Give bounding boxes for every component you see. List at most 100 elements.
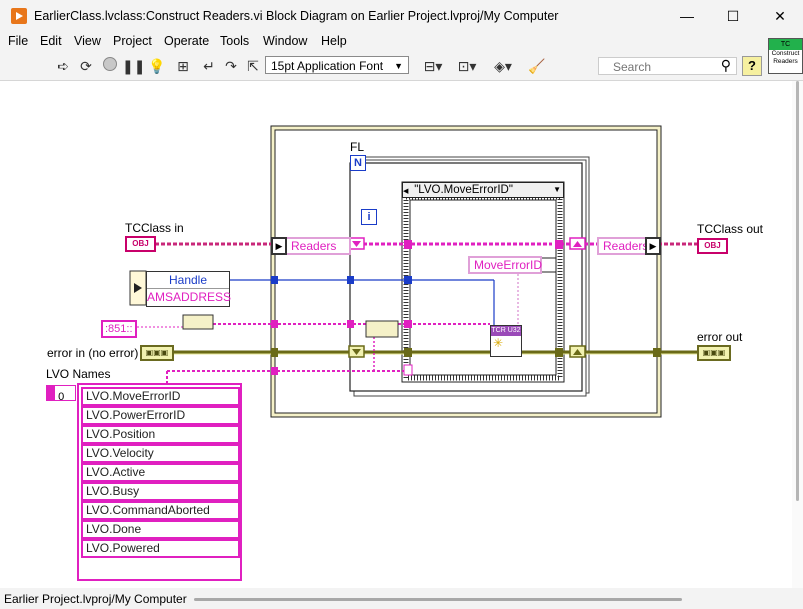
- maximize-button[interactable]: ☐: [726, 8, 740, 24]
- sparkle-icon: ✳: [493, 336, 504, 350]
- menu-edit[interactable]: Edit: [40, 34, 62, 48]
- window-title: EarlierClass.lvclass:Construct Readers.v…: [34, 9, 559, 23]
- bundle-node[interactable]: [539, 257, 557, 273]
- tunnel-handle-loop[interactable]: [347, 276, 354, 284]
- handle-cluster-constant[interactable]: Handle AMSADDRESS: [146, 271, 232, 307]
- menu-window[interactable]: Window: [263, 34, 308, 48]
- diagram-canvas: [129, 125, 697, 418]
- tunnel-handle-case[interactable]: [404, 276, 412, 284]
- retain-wire-values-icon[interactable]: ⊞: [177, 58, 189, 74]
- array-index-value: 0: [58, 391, 65, 403]
- tunnel-handle-left[interactable]: [271, 276, 278, 284]
- step-into-icon[interactable]: ↵: [203, 58, 215, 74]
- list-item[interactable]: LVO.Done: [81, 520, 240, 539]
- error-out-label: error out: [697, 330, 743, 344]
- menu-project[interactable]: Project: [113, 34, 152, 48]
- search-input[interactable]: [611, 59, 715, 75]
- tunnel-string-loop[interactable]: [347, 320, 354, 328]
- tunnel-string-case[interactable]: [404, 320, 412, 328]
- concat-string-node-1[interactable]: [182, 314, 214, 330]
- handle-cluster-field: AMSADDRESS: [147, 290, 232, 304]
- run-continuously-icon[interactable]: ⟳: [80, 58, 92, 74]
- error-in-label: error in (no error): [47, 346, 139, 360]
- menu-file[interactable]: File: [8, 34, 29, 48]
- list-item[interactable]: LVO.PowerErrorID: [81, 406, 240, 425]
- list-item[interactable]: LVO.CommandAborted: [81, 501, 240, 520]
- loop-count-terminal[interactable]: N: [350, 155, 366, 171]
- unbundle-arrow-icon: [134, 283, 142, 293]
- vertical-scrollbar[interactable]: [792, 81, 803, 588]
- close-button[interactable]: ✕: [774, 8, 786, 24]
- cleanup-diagram-icon[interactable]: 🧹: [528, 58, 546, 74]
- align-objects-icon[interactable]: ⊟▾: [423, 58, 443, 74]
- tunnel-error-case-out[interactable]: [555, 348, 563, 357]
- tcclass-out-terminal[interactable]: OBJ: [697, 238, 728, 254]
- list-item[interactable]: LVO.MoveErrorID: [81, 387, 240, 406]
- tcclass-out-label: TCClass out: [697, 222, 764, 236]
- project-path[interactable]: Earlier Project.lvproj/My Computer: [4, 592, 187, 606]
- autoindex-tunnel[interactable]: [403, 364, 413, 376]
- list-item[interactable]: LVO.Active: [81, 463, 240, 482]
- tunnel-string-left[interactable]: [271, 320, 278, 328]
- for-loop-label: FL: [350, 140, 365, 154]
- toolbar: ➪ ⟳ ❚❚ 💡 ⊞ ↵ ↷ ⇱ 15pt Application Font ▼…: [0, 52, 803, 81]
- tunnel-lvo-left[interactable]: [271, 367, 278, 375]
- vi-icon-line1: Construct: [771, 50, 800, 57]
- reorder-icon[interactable]: ◈▾: [494, 58, 512, 74]
- tunnel-error-case[interactable]: [404, 348, 412, 357]
- tunnel-error-right[interactable]: [653, 348, 661, 357]
- run-arrow-icon[interactable]: ➪: [57, 58, 69, 74]
- port-string-constant[interactable]: :851::: [101, 320, 137, 338]
- tunnel-class-case-out[interactable]: [555, 240, 563, 249]
- case-prev-icon[interactable]: ◀: [403, 188, 409, 195]
- block-diagram[interactable]: TCClass in OBJ TCClass out OBJ error in …: [0, 81, 792, 588]
- context-help-button[interactable]: ?: [742, 56, 762, 76]
- list-item[interactable]: LVO.Position: [81, 425, 240, 444]
- vertical-scrollbar-thumb[interactable]: [796, 81, 799, 501]
- loop-iteration-terminal[interactable]: i: [361, 209, 377, 225]
- concat-string-node-2[interactable]: [365, 320, 399, 338]
- list-item[interactable]: LVO.Busy: [81, 482, 240, 501]
- pause-icon[interactable]: ❚❚: [122, 58, 146, 74]
- readers-tunnel-right[interactable]: Readers: [597, 237, 653, 255]
- shift-register-left-error-arrow: [352, 349, 361, 355]
- moveerrorid-bundle-field[interactable]: MoveErrorID: [468, 256, 542, 274]
- vi-icon-line2: Readers: [773, 58, 798, 65]
- shift-register-right-error-arrow: [573, 349, 582, 355]
- step-over-icon[interactable]: ↷: [225, 58, 237, 74]
- readers-unbundle-icon: ▶: [271, 237, 287, 255]
- case-selector[interactable]: ◀ "LVO.MoveErrorID" ▼: [402, 182, 564, 198]
- menu-view[interactable]: View: [74, 34, 101, 48]
- search-icon[interactable]: ⚲: [720, 57, 731, 73]
- step-out-icon[interactable]: ⇱: [247, 58, 259, 74]
- tcclass-in-terminal[interactable]: OBJ: [125, 236, 156, 252]
- list-item[interactable]: LVO.Powered: [81, 539, 240, 558]
- error-in-terminal[interactable]: ▣▣▣: [140, 345, 174, 361]
- menu-help[interactable]: Help: [321, 34, 347, 48]
- case-selector-value: "LVO.MoveErrorID": [414, 184, 513, 196]
- vi-icon[interactable]: TC Construct Readers: [768, 38, 803, 74]
- shift-register-left-class-arrow: [352, 241, 361, 247]
- error-out-terminal[interactable]: ▣▣▣: [697, 345, 731, 361]
- list-item[interactable]: LVO.Velocity: [81, 444, 240, 463]
- tcr-u32-node[interactable]: TCR U32 ✳: [490, 325, 522, 357]
- readers-bundle-icon: ▶: [645, 237, 661, 255]
- shift-register-right-class-arrow: [573, 241, 582, 247]
- tcclass-in-label: TCClass in: [125, 221, 184, 235]
- search-box[interactable]: ⚲: [598, 57, 737, 75]
- menu-operate[interactable]: Operate: [164, 34, 210, 48]
- font-ring[interactable]: 15pt Application Font ▼: [265, 56, 409, 74]
- abort-icon[interactable]: [101, 57, 119, 75]
- array-index-display[interactable]: 0: [46, 385, 76, 403]
- distribute-objects-icon[interactable]: ⊡▾: [457, 58, 477, 74]
- tunnel-error-left[interactable]: [271, 348, 278, 357]
- tcr-u32-label: TCR U32: [491, 326, 521, 336]
- readers-tunnel-left[interactable]: Readers: [285, 237, 351, 255]
- horizontal-scrollbar-thumb[interactable]: [194, 598, 682, 601]
- tunnel-class-case[interactable]: [404, 240, 412, 249]
- minimize-button[interactable]: —: [680, 8, 694, 24]
- menu-bar: File Edit View Project Operate Tools Win…: [0, 32, 803, 52]
- menu-tools[interactable]: Tools: [220, 34, 250, 48]
- case-dropdown-icon[interactable]: ▼: [553, 185, 561, 194]
- highlight-execution-icon[interactable]: 💡: [148, 58, 166, 74]
